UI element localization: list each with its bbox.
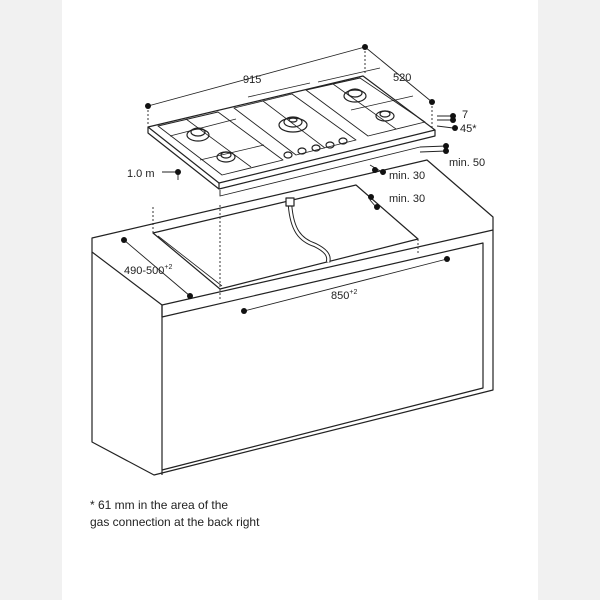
footnote: * 61 mm in the area of the gas connectio… — [90, 497, 510, 531]
label-1m: 1.0 m — [127, 168, 155, 180]
knob-2 — [297, 147, 307, 155]
knob-3 — [311, 144, 321, 152]
cabinet-body — [91, 230, 494, 476]
cabinet — [91, 159, 494, 476]
knob-4 — [325, 141, 335, 149]
dimension-points — [121, 44, 458, 314]
label-45: 45* — [460, 123, 477, 135]
dim-line-min50 — [419, 145, 447, 153]
footnote-line-2: gas connection at the back right — [90, 515, 260, 529]
dim-line-width — [243, 258, 448, 312]
label-min30-b: min. 30 — [389, 193, 425, 205]
footnote-line-1: * 61 mm in the area of the — [90, 498, 229, 512]
label-min30-a: min. 30 — [389, 170, 425, 182]
dim-line-520 — [364, 46, 433, 103]
label-520: 520 — [393, 72, 411, 84]
worktop — [91, 159, 494, 306]
knob-1 — [283, 151, 293, 159]
gas-connector — [285, 197, 295, 207]
dim-line-45 — [436, 125, 454, 129]
cabinet-door — [161, 242, 484, 471]
dim-line-915 — [147, 46, 366, 107]
burner-back-right — [343, 89, 367, 103]
label-915: 915 — [243, 74, 261, 86]
hob — [147, 67, 436, 197]
dim-line-depth — [123, 239, 191, 297]
label-min50: min. 50 — [449, 157, 485, 169]
label-cutout-depth: 490-500+2 — [124, 264, 172, 277]
label-cutout-width: 850+2 — [331, 289, 357, 302]
hob-underside — [219, 146, 421, 197]
burner-front-left — [186, 128, 210, 142]
label-7: 7 — [462, 109, 468, 121]
knob-5 — [338, 137, 348, 145]
